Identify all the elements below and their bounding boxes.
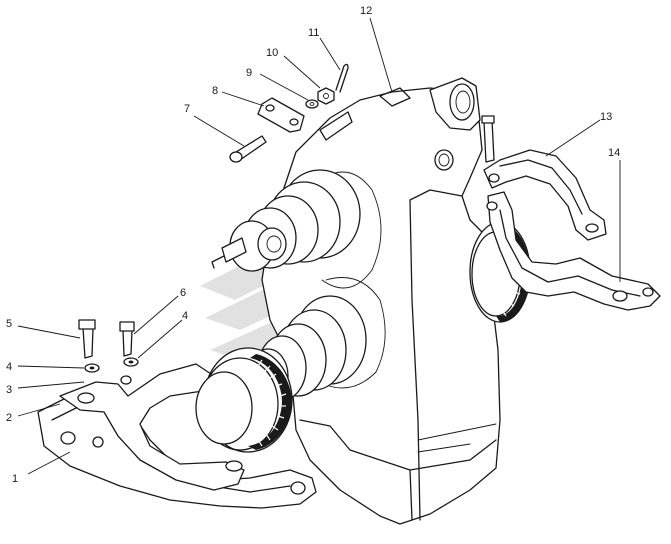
leader-9: [259, 73, 309, 101]
leader-7: [193, 115, 245, 147]
left-bearing-inner: [195, 371, 253, 445]
callout-5: 5: [6, 318, 12, 330]
leader-12: [369, 17, 393, 93]
callout-14: 14: [608, 147, 620, 159]
bolt-6-head: [119, 321, 135, 332]
plate-8: [257, 97, 305, 133]
housing-base-rib: [417, 423, 497, 453]
right-bracket-hole-1: [612, 290, 628, 302]
housing-top-bore: [449, 83, 475, 121]
housing-base: [299, 419, 497, 521]
right-clamp-cap-hole-2: [488, 173, 500, 183]
left-bearing: [195, 347, 293, 453]
right-bolt-head: [481, 115, 495, 124]
plate-8-hole-1: [265, 104, 275, 112]
housing-lug-hole-inner: [438, 153, 450, 167]
housing-side-rings: [319, 171, 382, 289]
left-clamp-bolt-hole-3: [120, 375, 132, 385]
bolt-5: [82, 327, 94, 359]
leader-6: [133, 295, 179, 335]
callout-11: 11: [308, 27, 319, 39]
bolt-5-head: [78, 319, 96, 330]
upper-shaft-assembly: [211, 169, 361, 272]
housing-rib-top: [379, 87, 411, 107]
callout-2: 2: [6, 412, 12, 424]
housing-lower-rings: [323, 277, 386, 389]
right-clamp-cap-inner: [499, 159, 583, 215]
callout-8: 8: [212, 85, 218, 97]
pin-7-head: [229, 151, 243, 163]
cotter-pin-11: [335, 63, 349, 93]
leader-8: [221, 91, 265, 107]
upper-shaft-stub: [221, 237, 247, 263]
right-clamp-cap-hole: [585, 223, 599, 233]
upper-shaft-tip: [211, 255, 225, 269]
left-clamp-bolt-hole-2: [225, 460, 243, 472]
left-bracket-hole-1: [60, 431, 76, 445]
leader-10: [283, 55, 321, 89]
callout-4a: 4: [6, 361, 12, 373]
callout-13: 13: [600, 111, 612, 123]
callout-12: 12: [360, 5, 372, 17]
leader-3: [17, 381, 85, 389]
callout-3: 3: [6, 384, 12, 396]
housing-rib-left: [319, 111, 353, 141]
leader-5: [17, 325, 81, 339]
housing-top-bore-inner: [455, 90, 471, 114]
nut-10-hole: [323, 93, 329, 99]
leader-4a: [17, 365, 85, 369]
washer-4-left-hole: [89, 366, 95, 370]
left-bracket-hole-3: [92, 436, 104, 448]
right-bolt: [483, 119, 495, 163]
housing-body: [261, 87, 501, 525]
callout-1: 1: [12, 473, 18, 485]
callout-7: 7: [184, 103, 190, 115]
leader-13: [545, 119, 601, 157]
callout-4b: 4: [182, 310, 188, 322]
right-bracket-inner: [499, 209, 641, 297]
housing-front-edge: [409, 189, 463, 521]
callout-9: 9: [246, 67, 252, 79]
right-bracket-hole-3: [486, 201, 498, 211]
right-bracket-hole-2: [642, 287, 654, 297]
right-clamp-assembly: [469, 115, 661, 323]
right-clamp-cap: [483, 149, 607, 241]
hardware: [78, 63, 349, 373]
washer-4-right-hole: [128, 360, 134, 364]
housing-lug-hole: [434, 149, 454, 171]
left-bearing-teeth: [257, 359, 287, 447]
leader-1: [27, 451, 71, 475]
bolt-6: [122, 329, 133, 357]
leader-11: [319, 37, 341, 71]
upper-hub-face: [257, 227, 287, 261]
callout-6: 6: [180, 287, 186, 299]
left-clamp-bolt-hole-1: [77, 392, 95, 404]
washer-9-hole: [309, 102, 315, 106]
gearbox-housing: [261, 77, 501, 525]
upper-hub-bore: [266, 235, 282, 253]
right-bracket: [487, 191, 661, 311]
leader-2: [17, 403, 61, 417]
left-bracket-hole-2: [290, 481, 306, 495]
nut-10: [317, 87, 335, 105]
leader-lines: [17, 17, 621, 475]
left-bearing-teeth-band: [248, 354, 292, 450]
callout-10: 10: [266, 47, 278, 59]
washer-9: [305, 99, 319, 109]
left-clamp-assembly: [37, 363, 317, 509]
left-clamp-upper: [59, 363, 245, 491]
leader-4b: [137, 319, 183, 359]
callout-labels: 1 2 3 4 4 5 6 7 8 9 10 11 12 13 14: [6, 5, 620, 485]
plate-8-hole-2: [289, 118, 299, 126]
lower-shaft-assembly: [247, 295, 367, 404]
